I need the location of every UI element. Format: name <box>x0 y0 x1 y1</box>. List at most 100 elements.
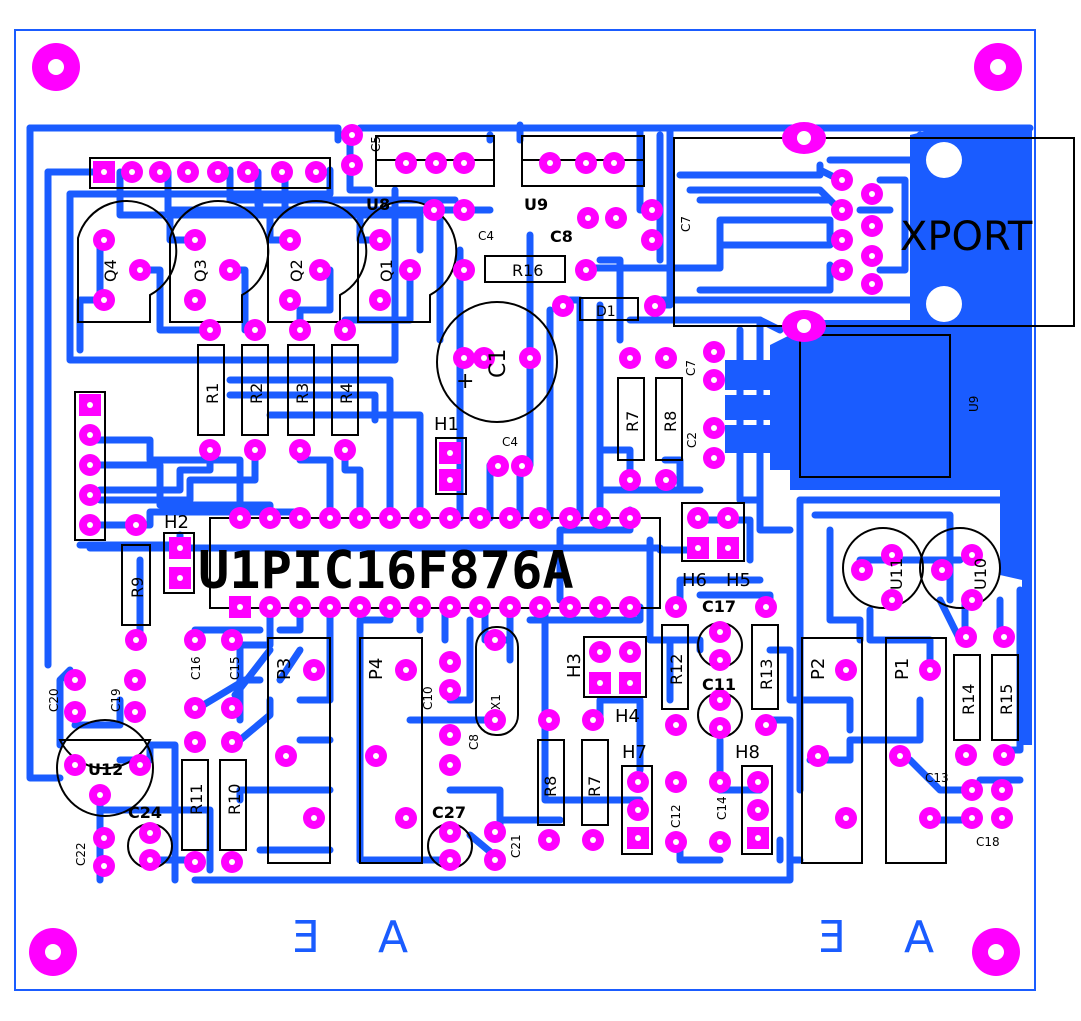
drill-hole <box>87 492 93 498</box>
drill-hole <box>999 815 1005 821</box>
drill-hole <box>252 447 258 453</box>
drill-hole <box>763 604 769 610</box>
drill-hole <box>597 649 603 655</box>
mcu-label: U1PIC16F876A <box>198 541 574 601</box>
drill-hole <box>583 160 589 166</box>
drill-hole <box>147 857 153 863</box>
drill-hole <box>627 515 633 521</box>
drill-hole <box>447 477 453 483</box>
drill-hole <box>695 545 701 551</box>
drill-hole <box>839 237 845 243</box>
drill-hole <box>245 169 251 175</box>
drill-hole <box>72 762 78 768</box>
drill-hole <box>279 169 285 175</box>
drill-hole <box>137 267 143 273</box>
drill-hole <box>349 132 355 138</box>
drill-hole <box>267 515 273 521</box>
h2-label: H2 <box>164 512 189 533</box>
drill-hole <box>507 604 513 610</box>
drill-hole <box>101 835 107 841</box>
drill-hole <box>969 787 975 793</box>
drill-hole <box>267 604 273 610</box>
drill-hole <box>132 709 138 715</box>
u9-label: U9 <box>524 195 548 214</box>
drill-hole <box>567 515 573 521</box>
c7-label-top: C7 <box>679 216 693 232</box>
c4-label-mid: C4 <box>502 435 518 449</box>
drill-hole <box>461 207 467 213</box>
r10-label: R10 <box>225 784 244 815</box>
drill-hole <box>377 237 383 243</box>
drill-hole <box>969 597 975 603</box>
drill-hole <box>507 515 513 521</box>
c1-label: C1 <box>486 349 511 378</box>
p4-label: P4 <box>366 658 387 680</box>
drill-hole <box>377 297 383 303</box>
drill-hole <box>839 177 845 183</box>
drill-hole <box>939 567 945 573</box>
r1-label: R1 <box>203 383 222 404</box>
drill-hole <box>403 160 409 166</box>
r7b-label: R7 <box>585 776 604 797</box>
drill-hole <box>627 649 633 655</box>
drill-hole <box>635 835 641 841</box>
ea-left-a: A <box>378 912 408 963</box>
u10-label: U10 <box>971 558 990 590</box>
drill-hole <box>101 237 107 243</box>
r9-label: R9 <box>128 577 147 598</box>
u11-label: U11 <box>887 558 906 590</box>
c1-plus: + <box>456 369 474 394</box>
drill-hole <box>546 837 552 843</box>
drill-hole <box>547 160 553 166</box>
drill-hole <box>560 303 566 309</box>
c13-label: C13 <box>925 771 949 785</box>
c8-label-bottom: C8 <box>467 734 481 750</box>
drill-hole <box>492 717 498 723</box>
drill-hole <box>627 680 633 686</box>
drill-hole <box>297 604 303 610</box>
drill-hole <box>492 829 498 835</box>
drill-hole <box>447 604 453 610</box>
board-outline <box>14 29 1036 991</box>
drill-hole <box>613 215 619 221</box>
drill-hole <box>177 575 183 581</box>
drill-hole <box>417 515 423 521</box>
drill-hole <box>725 515 731 521</box>
r16-label: R16 <box>512 261 543 280</box>
drill-hole <box>755 807 761 813</box>
drill-hole <box>711 377 717 383</box>
drill-hole <box>431 207 437 213</box>
drill-hole <box>192 297 198 303</box>
drill-hole <box>101 297 107 303</box>
drill-hole <box>897 753 903 759</box>
drill-hole <box>627 355 633 361</box>
drill-hole <box>869 281 875 287</box>
drill-hole <box>387 515 393 521</box>
r8b-label: R8 <box>541 776 560 797</box>
q4-label: Q4 <box>101 259 120 282</box>
drill-hole <box>349 162 355 168</box>
drill-hole <box>815 753 821 759</box>
drill-hole <box>227 267 233 273</box>
drill-hole <box>889 552 895 558</box>
drill-hole <box>192 237 198 243</box>
drill-hole <box>407 267 413 273</box>
drill-hole <box>673 604 679 610</box>
drill-hole <box>859 567 865 573</box>
drill-hole <box>611 160 617 166</box>
drill-hole <box>447 450 453 456</box>
drill-hole <box>597 680 603 686</box>
drill-hole <box>207 447 213 453</box>
drill-hole <box>129 169 135 175</box>
xport-mount-pad <box>782 122 826 154</box>
drill-hole <box>673 839 679 845</box>
drill-hole <box>403 815 409 821</box>
drill-hole <box>537 515 543 521</box>
c24-label: C24 <box>128 803 162 822</box>
drill-hole <box>461 355 467 361</box>
p2-label: P2 <box>808 658 829 680</box>
drill-hole <box>192 739 198 745</box>
copper-traces <box>26 121 1034 884</box>
u9-side-label: U9 <box>967 396 981 412</box>
